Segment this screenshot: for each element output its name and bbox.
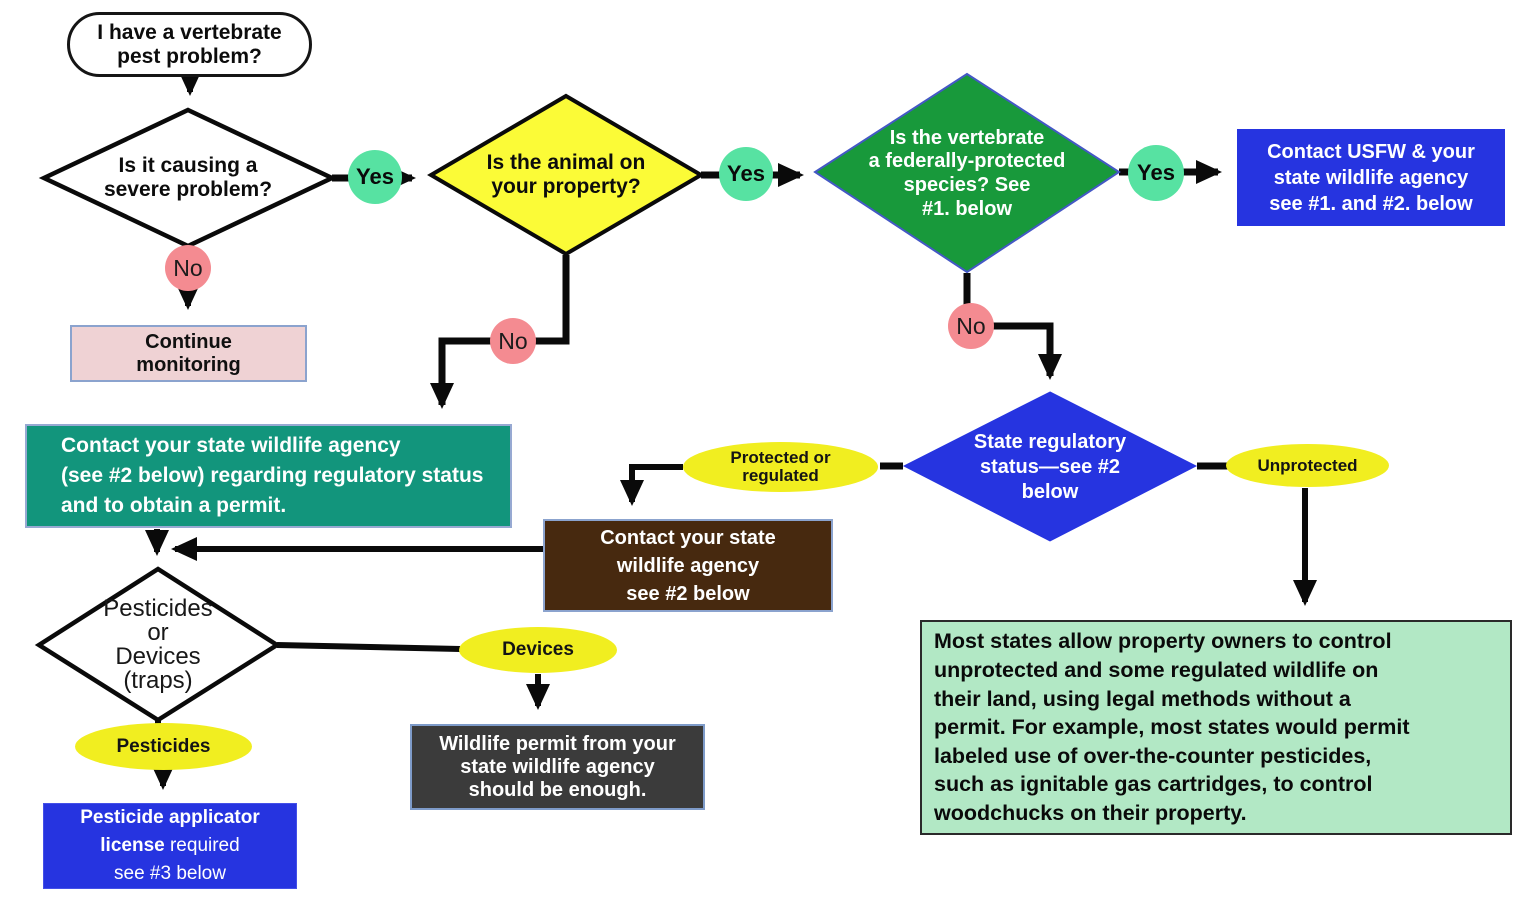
edge-label-yes-severe: Yes bbox=[348, 150, 402, 204]
edge-label-no-federal: No bbox=[948, 303, 994, 349]
decision-animal-on-property-shape bbox=[427, 93, 705, 257]
start-terminal: I have a vertebrate pest problem? bbox=[67, 12, 312, 77]
decision-federally-protected-shape bbox=[813, 72, 1121, 274]
license-line3: see #3 below bbox=[114, 862, 226, 884]
contact-state-agency-permit-text: Contact your state wildlife agency (see … bbox=[61, 433, 484, 517]
edge-label-pesticides: Pesticides bbox=[75, 723, 252, 770]
contact-state-agency-box: Contact your state wildlife agency see #… bbox=[543, 519, 833, 612]
license-line1: Pesticide applicator bbox=[80, 807, 260, 829]
contact-state-agency-permit-box: Contact your state wildlife agency (see … bbox=[25, 424, 512, 528]
edge-label-yes-federal: Yes bbox=[1128, 145, 1184, 201]
edge-label-no-property: No bbox=[490, 318, 536, 364]
connector-pestdevices-to-devices bbox=[276, 642, 461, 652]
contact-usfw-box: Contact USFW & your state wildlife agenc… bbox=[1237, 129, 1505, 226]
wildlife-permit-box: Wildlife permit from your state wildlife… bbox=[410, 724, 705, 810]
decision-severe-problem-shape bbox=[38, 107, 338, 249]
edge-label-yes-property: Yes bbox=[719, 147, 773, 201]
continue-monitoring-box: Continue monitoring bbox=[70, 325, 307, 382]
connector-federal-no-to-statereg bbox=[963, 273, 1062, 380]
pesticide-license-box: Pesticide applicator license required se… bbox=[43, 803, 297, 889]
edge-label-protected-or-regulated: Protected or regulated bbox=[683, 442, 878, 492]
license-line2-rest: required bbox=[164, 835, 240, 857]
decision-state-regulatory-shape bbox=[902, 391, 1198, 542]
license-line2-bold: license bbox=[100, 835, 165, 857]
most-states-note-box: Most states allow property owners to con… bbox=[920, 620, 1512, 835]
edge-label-no-severe: No bbox=[165, 245, 211, 291]
most-states-note-text: Most states allow property owners to con… bbox=[934, 629, 1410, 825]
edge-label-unprotected: Unprotected bbox=[1226, 444, 1389, 487]
edge-label-devices: Devices bbox=[459, 627, 617, 673]
pesticide-license-text: Pesticide applicator license required se… bbox=[80, 804, 260, 888]
connector-protected-to-brown bbox=[620, 464, 683, 506]
decision-pesticides-or-devices-shape bbox=[34, 566, 282, 723]
